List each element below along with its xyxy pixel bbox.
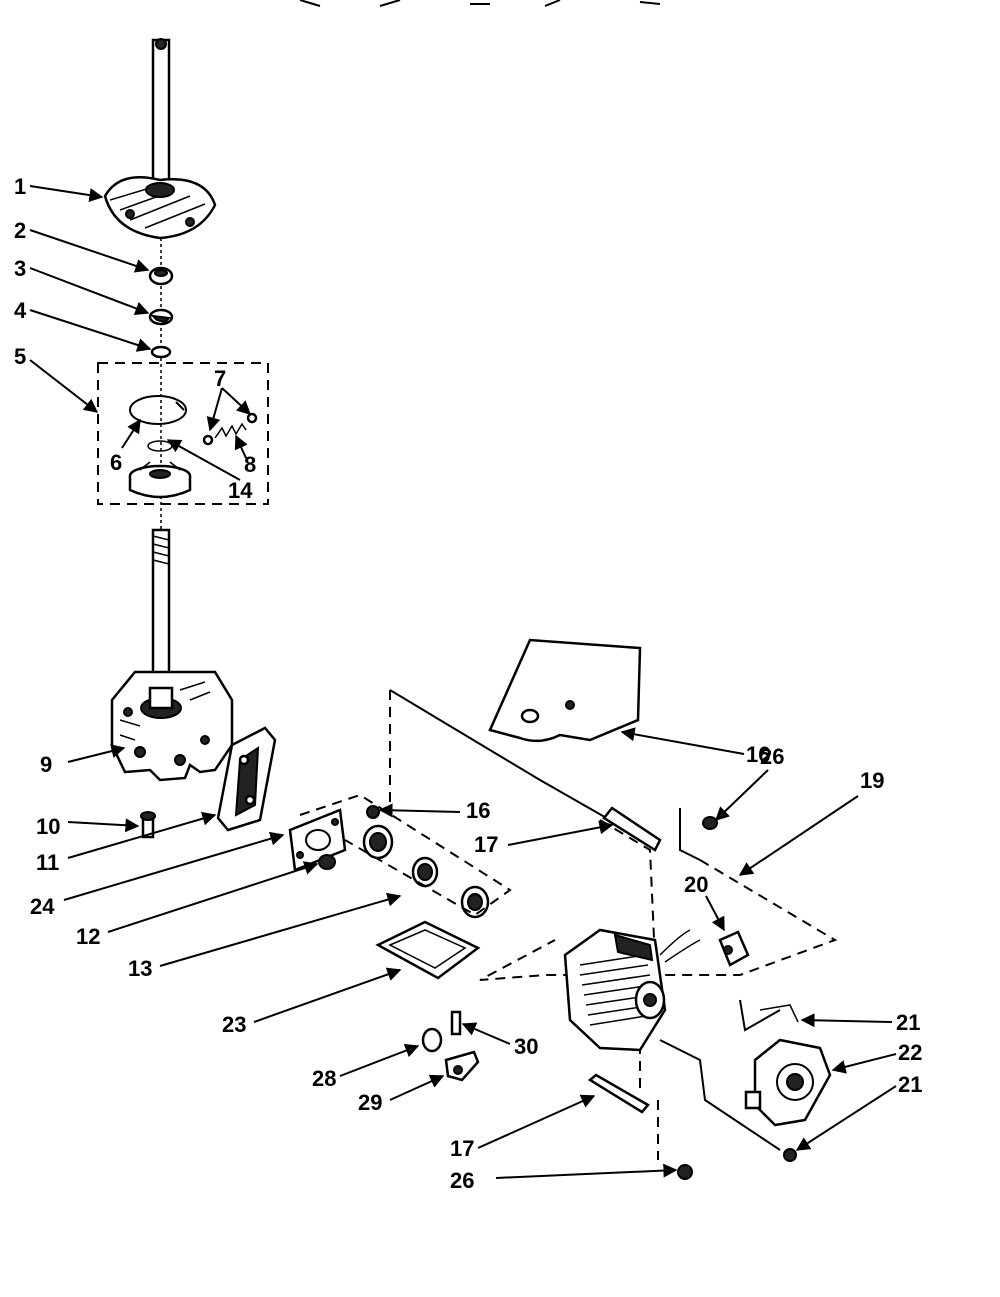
label-3: 3 bbox=[14, 256, 26, 281]
label-21-bottom: 21 bbox=[898, 1072, 922, 1097]
drive-shaft-upper bbox=[151, 38, 171, 192]
clip-part-21-lower bbox=[783, 1148, 797, 1162]
bearing-part-16-small bbox=[366, 805, 380, 819]
motor-assembly bbox=[563, 928, 701, 1052]
label-20: 20 bbox=[684, 872, 708, 897]
guide-line-c bbox=[739, 999, 781, 1032]
guide-line-a bbox=[389, 689, 611, 821]
label-19: 19 bbox=[860, 768, 884, 793]
screw-part-26-upper bbox=[702, 816, 718, 830]
label-4: 4 bbox=[14, 298, 27, 323]
bracket-part-17-lower bbox=[587, 1073, 650, 1114]
coupling-parts-13 bbox=[362, 824, 490, 919]
guide-dash-b bbox=[599, 819, 656, 961]
pump-part-22 bbox=[744, 1038, 832, 1127]
bracket-part-29 bbox=[444, 1050, 480, 1082]
bolt-part-10 bbox=[140, 811, 156, 839]
label-29: 29 bbox=[358, 1090, 382, 1115]
coupling-part-12 bbox=[318, 854, 336, 870]
screw-part-30 bbox=[450, 1010, 462, 1036]
plate-part-24 bbox=[288, 808, 347, 872]
label-9: 9 bbox=[40, 752, 52, 777]
label-7: 7 bbox=[214, 366, 226, 391]
label-22: 22 bbox=[898, 1040, 922, 1065]
label-5: 5 bbox=[14, 344, 26, 369]
nut-part-2 bbox=[148, 266, 174, 286]
gasket-part-11 bbox=[216, 726, 277, 832]
cover-part-23 bbox=[375, 920, 481, 980]
label-17-top: 17 bbox=[474, 832, 498, 857]
plug-part-28 bbox=[421, 1027, 443, 1053]
label-14: 14 bbox=[228, 478, 253, 503]
label-21-top: 21 bbox=[896, 1010, 920, 1035]
label-28: 28 bbox=[312, 1066, 336, 1091]
clip-part-21-upper bbox=[759, 1004, 799, 1023]
screw-part-26-lower bbox=[677, 1164, 693, 1180]
label-12: 12 bbox=[76, 924, 100, 949]
label-13: 13 bbox=[128, 956, 152, 981]
group-13-box bbox=[299, 793, 512, 917]
label-16-mid: 16 bbox=[466, 798, 490, 823]
drive-shaft-lower bbox=[151, 528, 171, 697]
label-17-bottom: 17 bbox=[450, 1136, 474, 1161]
label-10: 10 bbox=[36, 814, 60, 839]
group-5-box bbox=[97, 362, 269, 505]
group-19-box bbox=[479, 859, 838, 981]
label-26-top: 26 bbox=[760, 744, 784, 769]
label-26-bottom: 26 bbox=[450, 1168, 474, 1193]
ring-part-4 bbox=[150, 345, 172, 359]
label-30: 30 bbox=[514, 1034, 538, 1059]
label-11: 11 bbox=[36, 850, 59, 875]
label-8: 8 bbox=[244, 452, 256, 477]
label-6: 6 bbox=[110, 450, 122, 475]
callout-labels: 1 2 3 4 5 6 7 8 14 9 10 11 24 12 13 23 2… bbox=[14, 174, 922, 1193]
bracket-part-17-upper bbox=[602, 806, 662, 852]
guide-line-d bbox=[659, 1039, 781, 1151]
spring-part-8 bbox=[202, 412, 258, 446]
label-24: 24 bbox=[30, 894, 55, 919]
switch-part-20 bbox=[718, 930, 750, 967]
label-23: 23 bbox=[222, 1012, 246, 1037]
washer-part-3 bbox=[148, 308, 174, 326]
cam-part-1 bbox=[103, 176, 217, 240]
label-2: 2 bbox=[14, 218, 26, 243]
label-16-top: 16 bbox=[746, 742, 770, 767]
leader-lines bbox=[29, 185, 897, 1179]
top-edge-fragment bbox=[299, 0, 661, 7]
snap-ring-part-6 bbox=[129, 395, 187, 425]
shield-part-18 bbox=[488, 638, 642, 743]
gearcase-part-9 bbox=[110, 670, 234, 782]
clutch-part-14 bbox=[128, 440, 192, 499]
label-1: 1 bbox=[14, 174, 26, 199]
guide-line-b bbox=[679, 808, 701, 861]
